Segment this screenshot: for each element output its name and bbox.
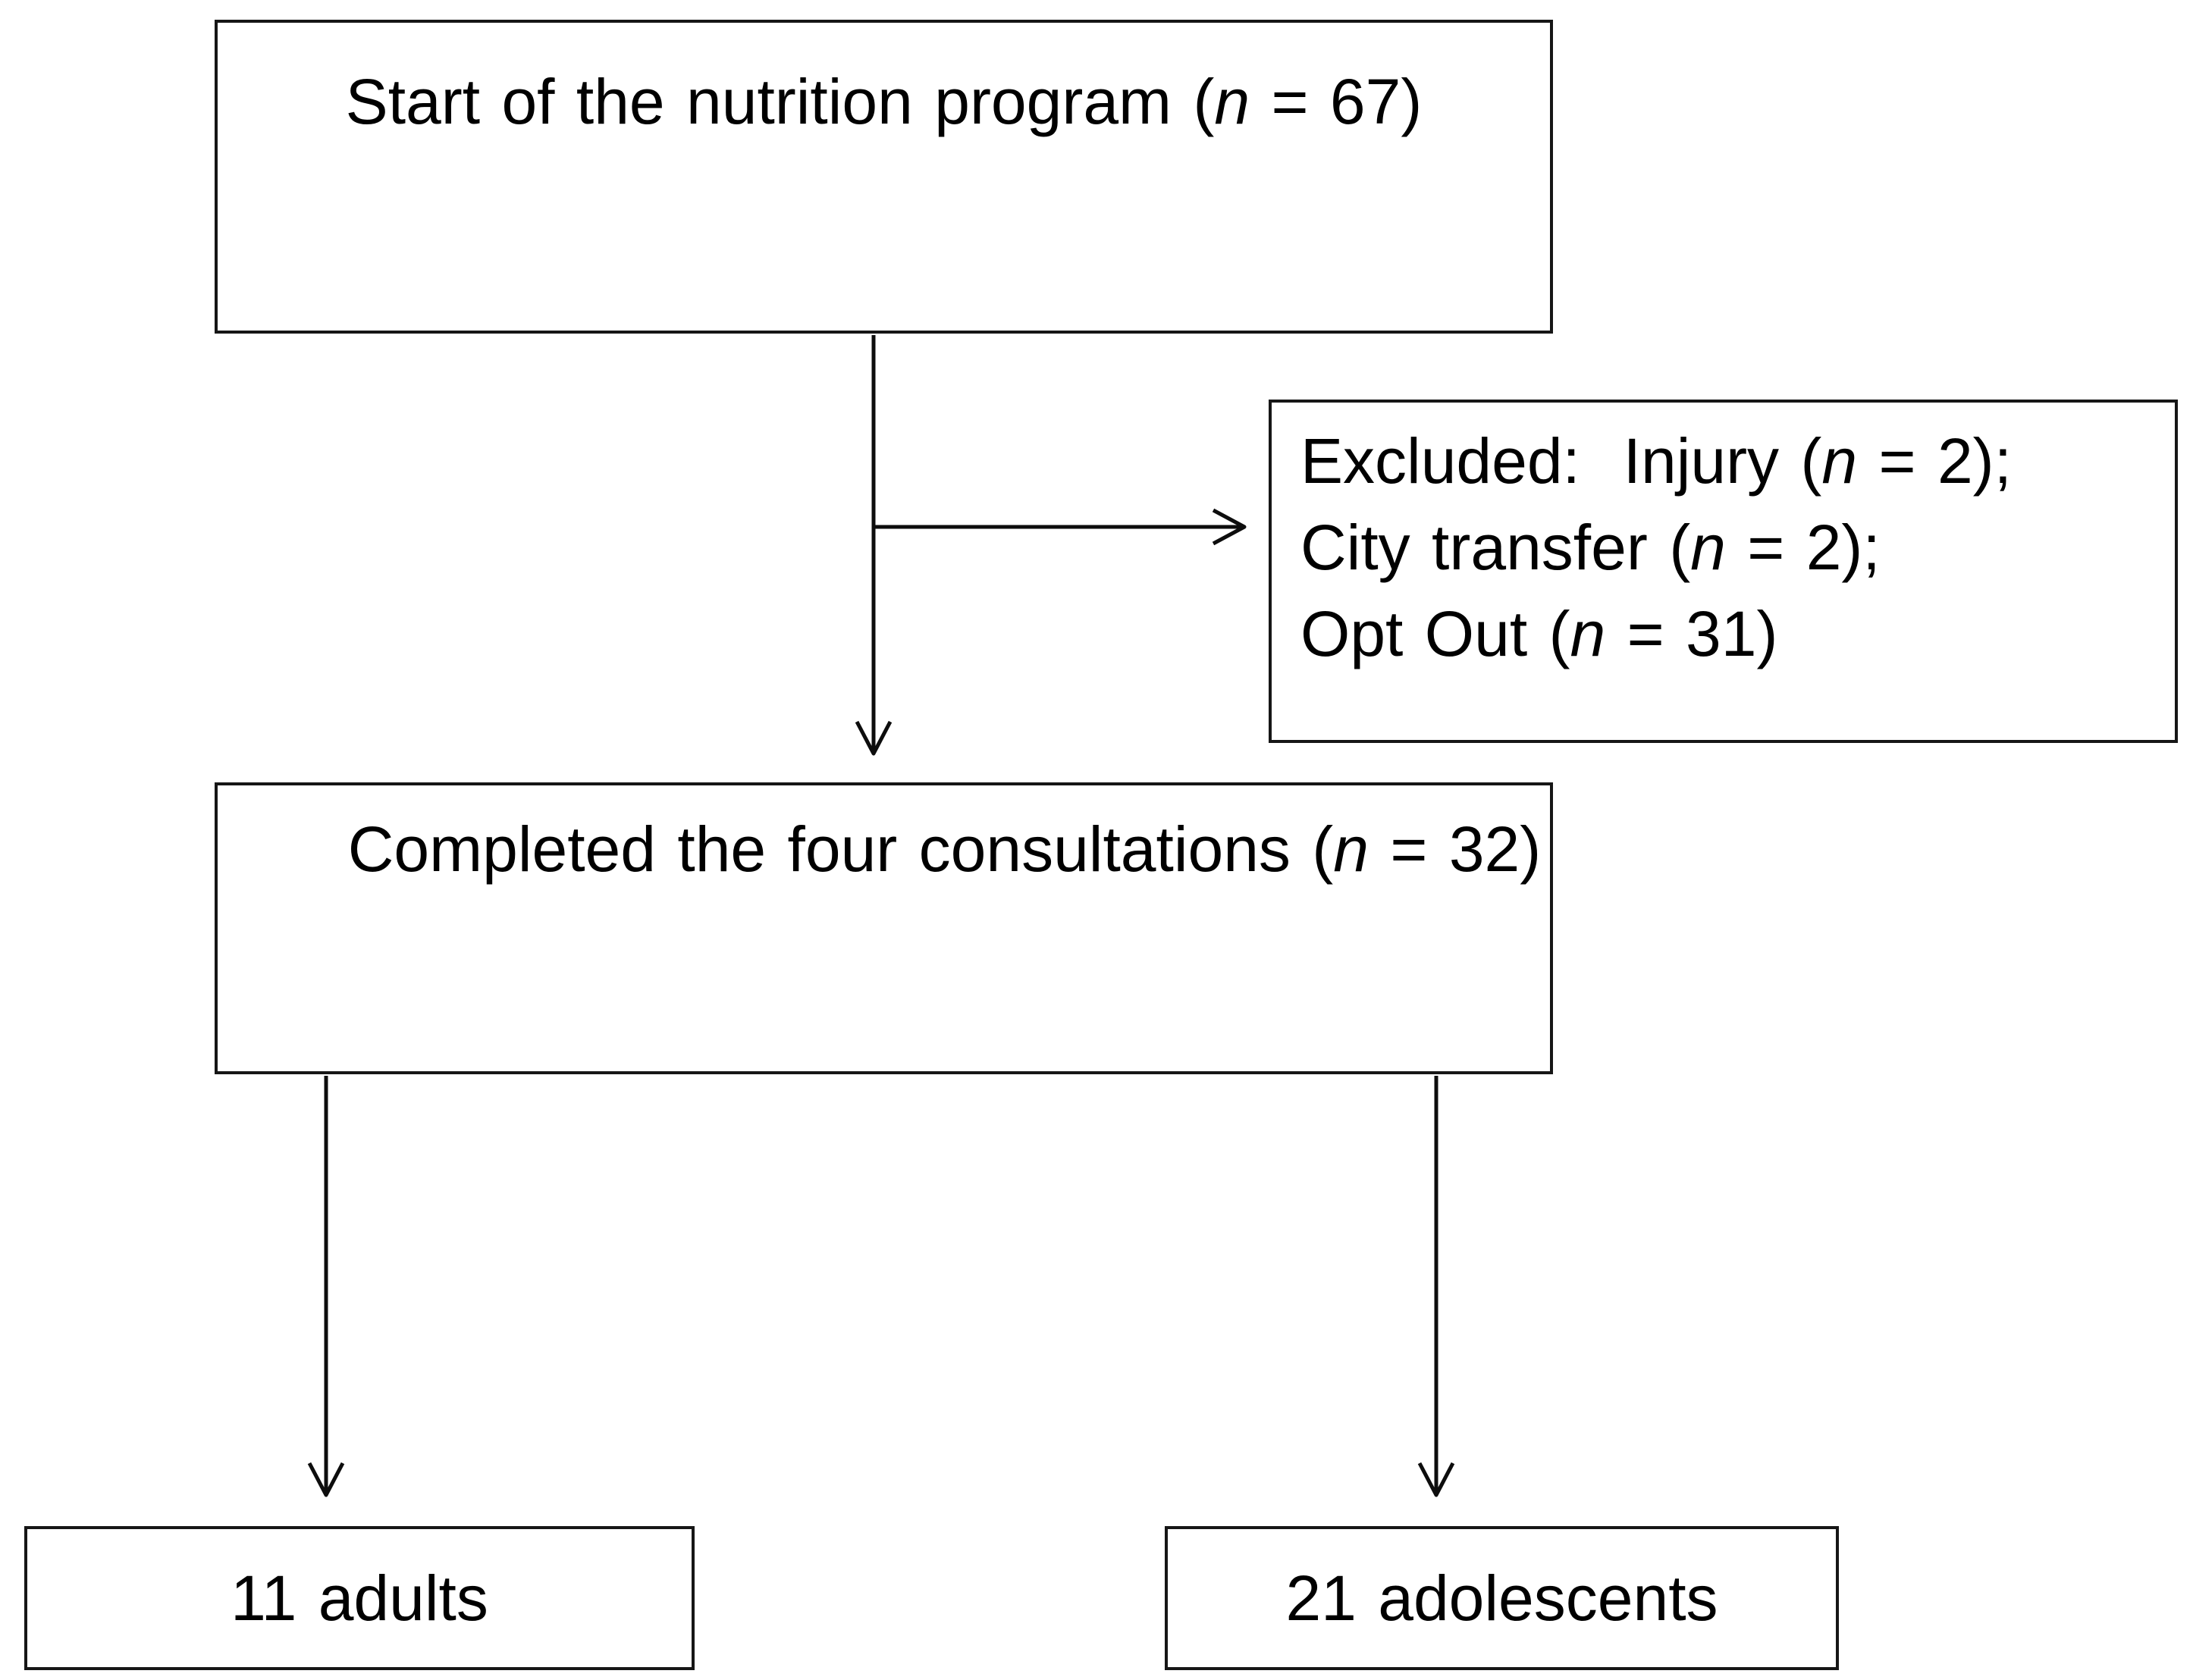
box-completed-consultations: Completed the four consultations (n = 32… xyxy=(215,782,1553,1074)
box-start-program-label: Start of the nutrition program (n = 67) xyxy=(218,62,1550,142)
excluded-injury-suffix: = 2); xyxy=(1857,425,2012,497)
start-n-symbol: n xyxy=(1214,66,1250,137)
excluded-city-suffix: = 2); xyxy=(1725,512,1881,584)
arrow-completed-to-adults xyxy=(307,1076,345,1497)
completed-label-suffix: = 32) xyxy=(1369,813,1542,885)
excluded-line-injury: Excluded: Injury (n = 2); xyxy=(1300,418,2161,504)
arrow-adults-head xyxy=(307,1462,345,1497)
box-adults-label: 11 adults xyxy=(231,1562,488,1634)
arrow-start-down-head xyxy=(855,720,893,756)
start-label-suffix: = 67) xyxy=(1250,66,1423,137)
excluded-injury-n-symbol: n xyxy=(1821,425,1858,497)
start-label-prefix: Start of the nutrition program ( xyxy=(345,66,1215,137)
excluded-line-opt-out: Opt Out (n = 31) xyxy=(1300,591,2161,677)
excluded-city-n-symbol: n xyxy=(1690,512,1726,584)
box-adults: 11 adults xyxy=(24,1526,695,1670)
excluded-injury-prefix: Excluded: Injury ( xyxy=(1300,425,1822,497)
excluded-optout-prefix: Opt Out ( xyxy=(1300,598,1570,670)
excluded-line-city-transfer: City transfer (n = 2); xyxy=(1300,504,2161,591)
box-start-program: Start of the nutrition program (n = 67) xyxy=(215,20,1553,334)
arrow-completed-to-adolescents xyxy=(1417,1076,1455,1497)
arrow-adolescents-head xyxy=(1417,1462,1455,1497)
excluded-optout-n-symbol: n xyxy=(1570,598,1606,670)
completed-n-symbol: n xyxy=(1333,813,1369,885)
box-adolescents-label: 21 adolescents xyxy=(1285,1562,1718,1634)
box-adolescents: 21 adolescents xyxy=(1165,1526,1839,1670)
excluded-optout-suffix: = 31) xyxy=(1605,598,1778,670)
box-completed-label: Completed the four consultations (n = 32… xyxy=(339,810,1550,889)
excluded-city-prefix: City transfer ( xyxy=(1300,512,1691,584)
arrow-branch-to-excluded xyxy=(874,508,1247,546)
completed-label-prefix: Completed the four consultations ( xyxy=(347,813,1334,885)
arrow-excluded-head xyxy=(1212,508,1247,546)
arrow-start-to-completed xyxy=(855,335,893,756)
box-excluded: Excluded: Injury (n = 2); City transfer … xyxy=(1269,400,2178,743)
